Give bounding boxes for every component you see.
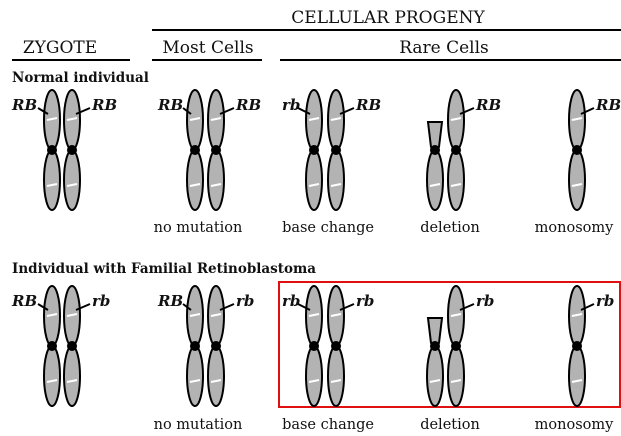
caption: base change: [282, 417, 374, 433]
centromere: [47, 145, 57, 155]
chromosome-single: [569, 286, 585, 406]
chromosome-right: [208, 90, 224, 210]
right-gene-label: rb: [236, 292, 254, 310]
lower-arm: [328, 346, 344, 406]
lower-arm: [306, 346, 322, 406]
left-gene-label: RB: [11, 96, 37, 114]
right-gene-label: RB: [355, 96, 381, 114]
panel-deletion-normal: RB deletion: [420, 90, 501, 236]
lower-arm: [427, 346, 443, 406]
panel-most-cells-normal: RB RB no mutation: [154, 90, 262, 236]
lower-arm: [64, 346, 80, 406]
chromosome-single: [569, 90, 585, 210]
panel-deletion-familial: rb deletion: [420, 286, 494, 433]
panel-monosomy-normal: RB monosomy: [535, 90, 621, 236]
centromere: [309, 145, 319, 155]
centromere: [451, 145, 461, 155]
centromere: [331, 145, 341, 155]
panel-monosomy-familial: rb monosomy: [535, 286, 615, 433]
right-gene-label: rb: [596, 292, 614, 310]
chromosome-right: [64, 286, 80, 406]
chromosome-left: [187, 286, 203, 406]
left-gene-label: RB: [11, 292, 37, 310]
centromere: [211, 341, 221, 351]
centromere: [309, 341, 319, 351]
chromosome-deleted: [427, 122, 443, 210]
lower-arm: [208, 346, 224, 406]
caption: deletion: [420, 417, 480, 433]
chromosome-right: [448, 286, 464, 406]
section-title-familial: Individual with Familial Retinoblastoma: [12, 261, 316, 277]
lower-arm: [44, 346, 60, 406]
centromere: [430, 341, 440, 351]
cellular-progeny-heading: CELLULAR PROGENY: [291, 8, 485, 28]
chromosome-deleted: [427, 318, 443, 406]
panel-base-change-familial: rb rb base change: [282, 286, 374, 433]
most-cells-heading: Most Cells: [162, 38, 253, 58]
centromere: [331, 341, 341, 351]
right-gene-label: rb: [92, 292, 110, 310]
caption: no mutation: [154, 417, 243, 433]
chromosome-left: [44, 90, 60, 210]
right-gene-label: RB: [475, 96, 501, 114]
centromere: [47, 341, 57, 351]
centromere: [451, 341, 461, 351]
caption: no mutation: [154, 220, 243, 236]
left-gene-label: rb: [282, 292, 300, 310]
chromosome-left: [44, 286, 60, 406]
right-gene-label: RB: [595, 96, 621, 114]
centromere: [67, 145, 77, 155]
right-gene-label: RB: [235, 96, 261, 114]
left-gene-label: RB: [157, 96, 183, 114]
centromere: [430, 145, 440, 155]
lower-arm: [44, 150, 60, 210]
chromosome-right: [328, 90, 344, 210]
right-gene-label: RB: [91, 96, 117, 114]
rare-cells-heading: Rare Cells: [399, 38, 489, 58]
chromosome-right: [328, 286, 344, 406]
panel-most-cells-familial: RB rb no mutation: [154, 286, 255, 433]
chromosome-right: [64, 90, 80, 210]
panel-zygote-familial: RB rb: [11, 286, 110, 406]
lower-arm: [448, 346, 464, 406]
lower-arm: [427, 150, 443, 210]
chromosome-right: [448, 90, 464, 210]
centromere: [190, 341, 200, 351]
centromere: [211, 145, 221, 155]
lower-arm: [187, 150, 203, 210]
panel-base-change-normal: rb RB base change: [282, 90, 381, 236]
centromere: [572, 341, 582, 351]
lower-arm: [569, 346, 585, 406]
centromere: [67, 341, 77, 351]
caption: monosomy: [535, 417, 614, 433]
lower-arm: [448, 150, 464, 210]
lower-arm: [569, 150, 585, 210]
caption: monosomy: [535, 220, 614, 236]
lower-arm: [328, 150, 344, 210]
lower-arm: [187, 346, 203, 406]
right-gene-label: rb: [356, 292, 374, 310]
left-gene-label: rb: [282, 96, 300, 114]
chromosome-right: [208, 286, 224, 406]
lower-arm: [64, 150, 80, 210]
left-gene-label: RB: [157, 292, 183, 310]
caption: base change: [282, 220, 374, 236]
chromosome-left: [187, 90, 203, 210]
lower-arm: [208, 150, 224, 210]
centromere: [190, 145, 200, 155]
zygote-heading: ZYGOTE: [23, 38, 97, 58]
lower-arm: [306, 150, 322, 210]
section-title-normal: Normal individual: [12, 70, 149, 86]
caption: deletion: [420, 220, 480, 236]
centromere: [572, 145, 582, 155]
chromosome-left: [306, 286, 322, 406]
panel-zygote-normal: RB RB: [11, 90, 117, 210]
chromosome-left: [306, 90, 322, 210]
right-gene-label: rb: [476, 292, 494, 310]
